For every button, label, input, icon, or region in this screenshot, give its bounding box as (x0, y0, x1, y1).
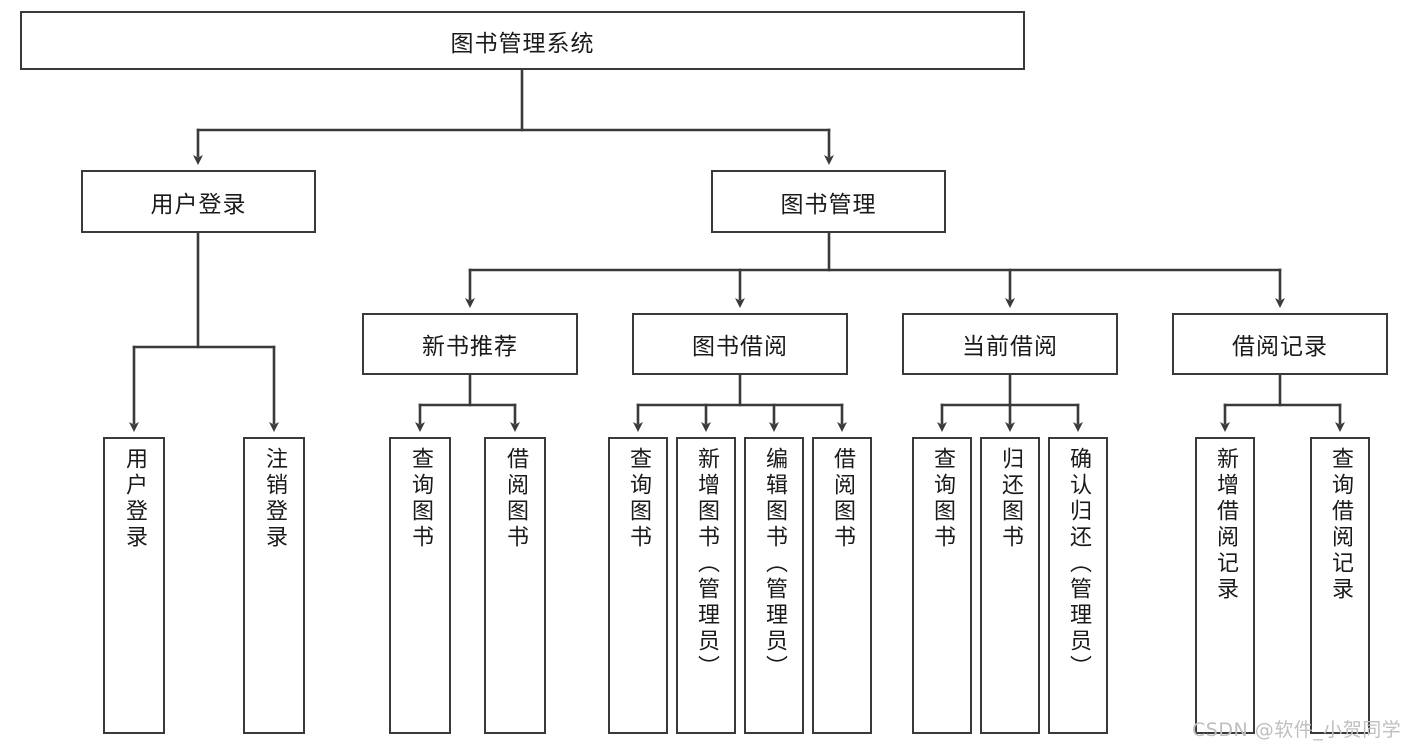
leaf-label: 新增借阅记录 (1213, 447, 1238, 603)
leaf-label: 查询图书 (626, 447, 651, 551)
leaf-label: 确认归还（管理员） (1066, 447, 1091, 681)
node-book-management[interactable]: 图书管理 (711, 170, 946, 233)
node-user-login[interactable]: 用户登录 (81, 170, 316, 233)
node-leaf-borrow-book-2[interactable]: 借阅图书 (812, 437, 872, 734)
node-root-label: 图书管理系统 (450, 30, 595, 57)
watermark-text: CSDN @软件_小贺同学 (1192, 719, 1402, 741)
node-leaf-query-book-2[interactable]: 查询图书 (608, 437, 668, 734)
node-borrow-record[interactable]: 借阅记录 (1172, 313, 1388, 375)
node-book-management-label: 图书管理 (780, 191, 877, 218)
node-leaf-confirm-return-admin[interactable]: 确认归还（管理员） (1048, 437, 1108, 734)
leaf-label: 新增图书（管理员） (694, 447, 719, 681)
leaf-label: 查询图书 (408, 447, 433, 551)
node-leaf-edit-book-admin[interactable]: 编辑图书（管理员） (744, 437, 804, 734)
node-current-borrow[interactable]: 当前借阅 (902, 313, 1118, 375)
node-book-borrow[interactable]: 图书借阅 (632, 313, 848, 375)
node-current-borrow-label: 当前借阅 (962, 334, 1058, 360)
leaf-label: 用户登录 (122, 447, 147, 551)
node-leaf-user-logout[interactable]: 注销登录 (243, 437, 305, 734)
leaf-label: 归还图书 (998, 447, 1023, 551)
node-leaf-add-book-admin[interactable]: 新增图书（管理员） (676, 437, 736, 734)
leaf-label: 查询借阅记录 (1328, 447, 1353, 603)
leaf-label: 查询图书 (930, 447, 955, 551)
node-leaf-borrow-book-1[interactable]: 借阅图书 (484, 437, 546, 734)
node-borrow-record-label: 借阅记录 (1232, 334, 1328, 360)
node-leaf-query-borrow-record[interactable]: 查询借阅记录 (1310, 437, 1370, 734)
node-book-borrow-label: 图书借阅 (692, 334, 788, 360)
leaf-label: 借阅图书 (830, 447, 855, 551)
leaf-label: 编辑图书（管理员） (762, 447, 787, 681)
node-leaf-add-borrow-record[interactable]: 新增借阅记录 (1195, 437, 1255, 734)
node-root[interactable]: 图书管理系统 (20, 11, 1025, 70)
leaf-label: 借阅图书 (503, 447, 528, 551)
node-leaf-user-login[interactable]: 用户登录 (103, 437, 165, 734)
node-leaf-query-book-1[interactable]: 查询图书 (389, 437, 451, 734)
node-new-book-recommend-label: 新书推荐 (422, 334, 518, 360)
node-leaf-query-book-3[interactable]: 查询图书 (912, 437, 972, 734)
node-user-login-label: 用户登录 (150, 191, 247, 218)
node-new-book-recommend[interactable]: 新书推荐 (362, 313, 578, 375)
node-leaf-return-book[interactable]: 归还图书 (980, 437, 1040, 734)
leaf-label: 注销登录 (262, 447, 287, 551)
